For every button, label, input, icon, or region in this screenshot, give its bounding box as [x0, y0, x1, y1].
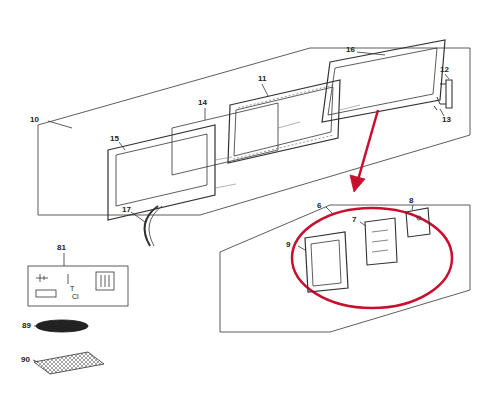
control-panel [305, 232, 348, 292]
symbol-text: T [70, 285, 74, 292]
wire-rack [34, 352, 104, 374]
group-outline [220, 205, 470, 332]
door-frame [228, 80, 340, 163]
callout-number: 7 [352, 216, 356, 224]
callout-number: 17 [122, 206, 131, 214]
callout-number: 14 [198, 99, 207, 107]
callout-number: 16 [346, 46, 355, 54]
door-front [108, 125, 215, 220]
callout-number: 10 [30, 116, 39, 124]
callout-number: 6 [317, 202, 321, 210]
control-board [365, 218, 397, 265]
callout-number: 8 [409, 197, 413, 205]
callout-number: 11 [258, 75, 266, 83]
turntable [36, 320, 88, 332]
callout-number: 15 [110, 135, 119, 143]
latch-spring [434, 97, 440, 110]
label-card [28, 266, 128, 306]
bracket [406, 208, 430, 237]
callout-number: 12 [440, 66, 449, 74]
callout-number: 13 [442, 116, 451, 124]
red-arrow [358, 110, 378, 180]
latch-hook [440, 80, 452, 108]
callout-number: 90 [21, 356, 30, 364]
symbol-text: Cl [72, 293, 79, 300]
callout-number: 81 [57, 244, 66, 252]
red-ellipse [292, 208, 452, 308]
callout-number: 89 [22, 322, 31, 330]
group-outline [38, 48, 470, 215]
door-glass [172, 103, 278, 175]
callout-number: 9 [286, 241, 290, 249]
